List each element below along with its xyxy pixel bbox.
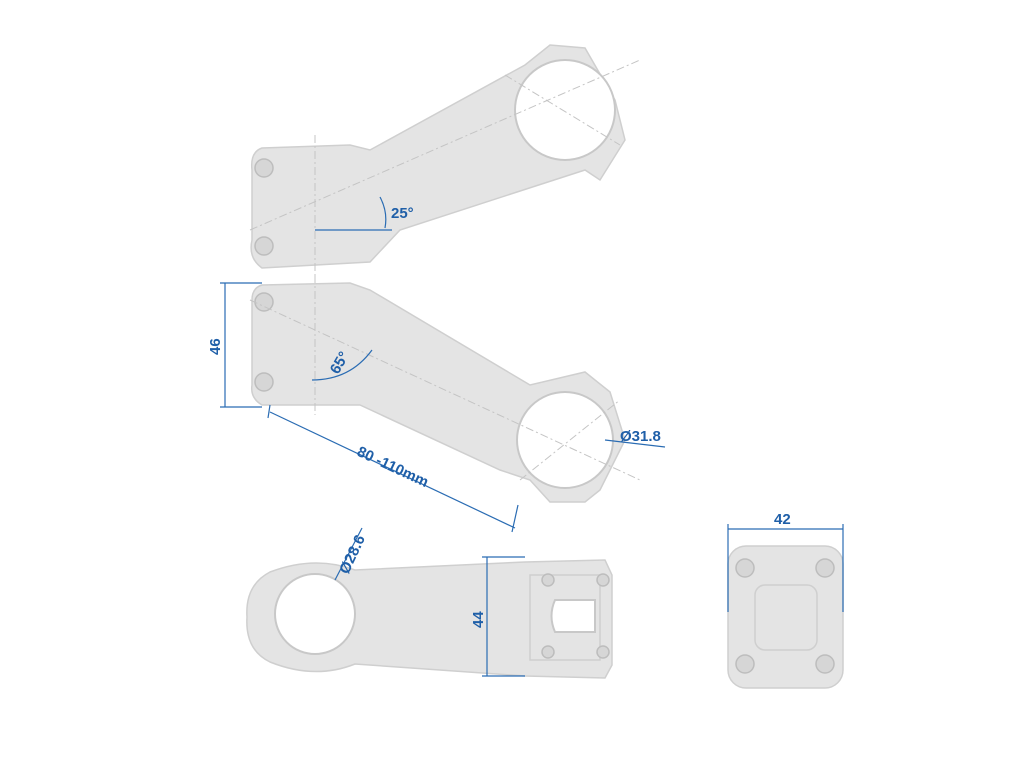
stem-side-view-rise [249,44,641,275]
dim-46: 46 [207,282,262,408]
length-label: 80 -110mm [354,443,431,491]
stem-side-view-drop [249,275,641,503]
dim-44: 44 [470,556,525,677]
angle-25-label: 25° [391,205,414,222]
steerer-height-label: 44 [470,611,487,628]
faceplate-width-label: 42 [774,511,791,528]
dim-25-angle: 25° [315,196,414,231]
dim-handlebar-clamp: Ø31.8 [604,428,666,448]
stem-top-view [246,559,613,679]
stem-front-view [727,545,844,689]
stack-height-label: 46 [207,338,224,355]
dim-42: 42 [727,511,844,612]
handlebar-clamp-label: Ø31.8 [620,428,661,445]
